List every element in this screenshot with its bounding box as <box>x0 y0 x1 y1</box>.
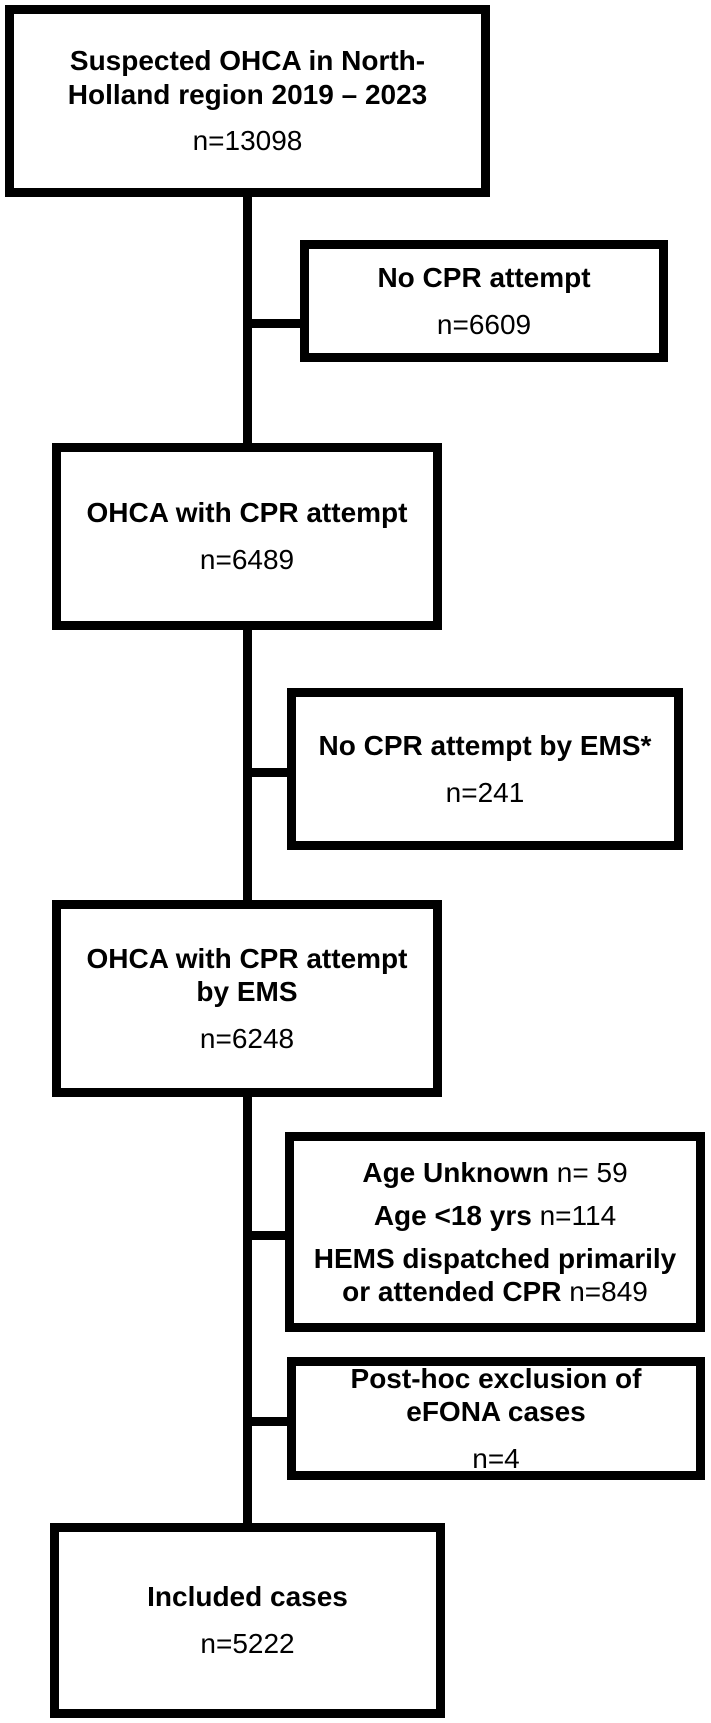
box-label: Included cases <box>147 1581 348 1613</box>
box-label: Post-hoc exclusion of eFONA cases <box>350 1362 642 1428</box>
box-posthoc-exclusion: Post-hoc exclusion of eFONA cases n=4 <box>287 1357 705 1480</box>
box-label: No CPR attempt by EMS* <box>318 729 652 761</box>
box-ohca-cpr-attempt: OHCA with CPR attempt n=6489 <box>52 443 442 630</box>
box-count: n=6609 <box>436 308 532 340</box>
box-count: n=6489 <box>199 544 295 575</box>
box-count: n=5222 <box>200 1628 295 1659</box>
exclusion-label: Age Unknown <box>362 1156 550 1188</box>
connector-trunk-2 <box>243 628 252 904</box>
exclusion-label: HEMS dispatched primarily or attended CP… <box>313 1243 677 1308</box>
box-label: No CPR attempt <box>377 261 591 293</box>
connector-branch-exclusions <box>247 1231 289 1240</box>
connector-branch-posthoc <box>247 1417 291 1426</box>
exclusion-label: Age <18 yrs <box>373 1199 532 1231</box>
exclusion-item: HEMS dispatched primarily or attended CP… <box>314 1242 677 1308</box>
box-no-cpr-attempt-ems: No CPR attempt by EMS* n=241 <box>287 688 683 850</box>
connector-branch-no-cpr <box>247 319 303 328</box>
exclusion-item: Age <18 yrs n=114 <box>374 1199 616 1232</box>
box-included-cases: Included cases n=5222 <box>50 1523 445 1718</box>
exclusion-count: n=849 <box>569 1276 648 1308</box>
box-no-cpr-attempt: No CPR attempt n=6609 <box>300 240 668 362</box>
box-count: n=13098 <box>192 125 303 157</box>
box-label: OHCA with CPR attempt <box>86 497 408 529</box>
exclusion-item: Age Unknown n= 59 <box>362 1156 627 1189</box>
box-count: n=6248 <box>199 1022 295 1054</box>
connector-branch-no-cpr-ems <box>247 768 291 777</box>
exclusion-count: n=114 <box>539 1199 617 1231</box>
box-label: OHCA with CPR attempt by EMS <box>86 942 408 1008</box>
exclusion-count: n= 59 <box>556 1156 628 1188</box>
box-suspected-ohca: Suspected OHCA in North- Holland region … <box>5 5 490 197</box>
box-count: n=4 <box>472 1442 520 1474</box>
box-label: Suspected OHCA in North- Holland region … <box>67 45 428 110</box>
box-exclusion-criteria: Age Unknown n= 59 Age <18 yrs n=114 HEMS… <box>285 1132 705 1332</box>
box-ohca-cpr-attempt-ems: OHCA with CPR attempt by EMS n=6248 <box>52 900 442 1097</box>
box-count: n=241 <box>445 776 525 808</box>
connector-trunk-3 <box>243 1095 252 1527</box>
